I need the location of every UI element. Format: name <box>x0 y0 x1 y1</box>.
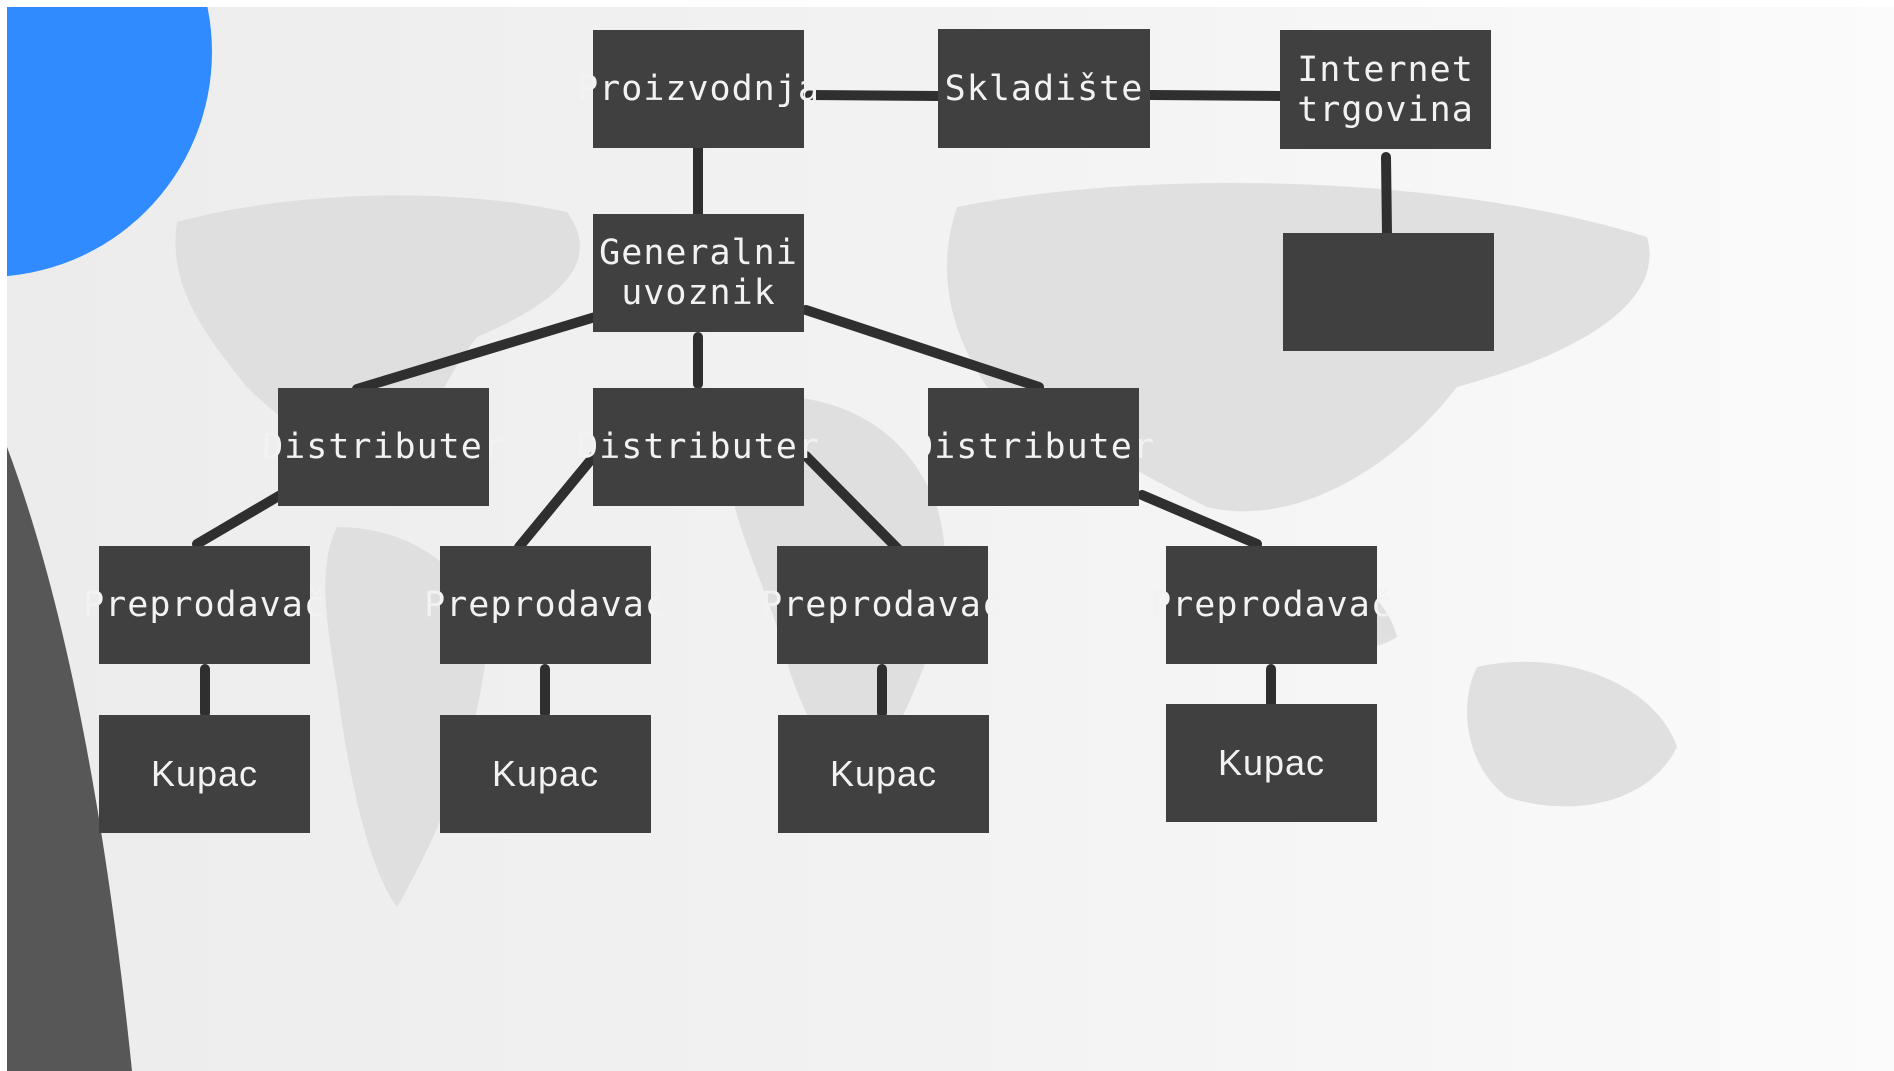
node-skladiste-label: Skladište <box>944 68 1144 109</box>
node-preprodavac-3-label: Preprodavač <box>761 585 1004 625</box>
node-distributer-2-label: Distributer <box>577 427 820 467</box>
node-distributer-1-label: Distributer <box>262 427 505 467</box>
node-proizvodnja[interactable]: Proizvodnja <box>577 30 819 148</box>
node-generalni-uvoznik-label: Generalni uvoznik <box>599 233 798 313</box>
connector-skladiste-internet <box>1145 90 1286 101</box>
node-preprodavac-4[interactable]: Preprodavač <box>1150 546 1392 664</box>
connector-lines <box>192 90 1392 718</box>
node-kupac-1-label: Kupac <box>150 753 259 794</box>
node-internet-child[interactable] <box>1283 233 1494 351</box>
node-kupac-3[interactable]: Kupac <box>778 715 989 833</box>
node-kupac-4[interactable]: Kupac <box>1166 704 1377 822</box>
node-proizvodnja-label: Proizvodnja <box>577 69 820 109</box>
node-kupac-2-label: Kupac <box>491 753 600 794</box>
node-internet-trgovina-label: Internet trgovina <box>1297 49 1474 130</box>
connector-distributer-2-preprodavac-3 <box>801 451 904 555</box>
node-skladiste[interactable]: Skladište <box>938 29 1150 148</box>
connector-distributer-2-preprodavac-2 <box>514 451 599 552</box>
connector-generalni-distributer-3 <box>801 305 1044 392</box>
node-distributer-3[interactable]: Distributer <box>912 388 1154 506</box>
node-internet-trgovina[interactable]: Internet trgovina <box>1280 30 1491 149</box>
node-kupac-4-label: Kupac <box>1217 742 1326 783</box>
node-kupac-1[interactable]: Kupac <box>99 715 310 833</box>
node-preprodavac-1-label: Preprodavač <box>83 585 326 625</box>
node-distributer-3-label: Distributer <box>912 427 1155 467</box>
node-preprodavac-2-label: Preprodavač <box>424 585 667 625</box>
node-preprodavac-2[interactable]: Preprodavač <box>424 546 666 664</box>
node-kupac-3-label: Kupac <box>829 753 938 794</box>
connector-distributer-3-preprodavac-4 <box>1137 490 1262 549</box>
connector-generalni-distributer-1 <box>352 309 610 394</box>
node-distributer-2[interactable]: Distributer <box>577 388 819 506</box>
connector-internet-child <box>1381 152 1392 240</box>
node-preprodavac-3[interactable]: Preprodavač <box>761 546 1003 664</box>
node-kupac-2[interactable]: Kupac <box>440 715 651 833</box>
node-preprodavac-4-label: Preprodavač <box>1150 585 1393 625</box>
background-art <box>7 7 1677 1071</box>
connector-distributer-1-preprodavac-1 <box>192 485 294 549</box>
decorative-gray-swoosh <box>7 447 132 1071</box>
node-distributer-1[interactable]: Distributer <box>262 388 504 506</box>
decorative-blue-circle <box>7 7 212 277</box>
node-generalni-uvoznik[interactable]: Generalni uvoznik <box>593 214 804 332</box>
diagram-canvas: Proizvodnja Skladište Internet trgovina … <box>7 7 1894 1071</box>
node-preprodavac-1[interactable]: Preprodavač <box>83 546 325 664</box>
connector-proizvodnja-skladiste <box>805 90 944 101</box>
